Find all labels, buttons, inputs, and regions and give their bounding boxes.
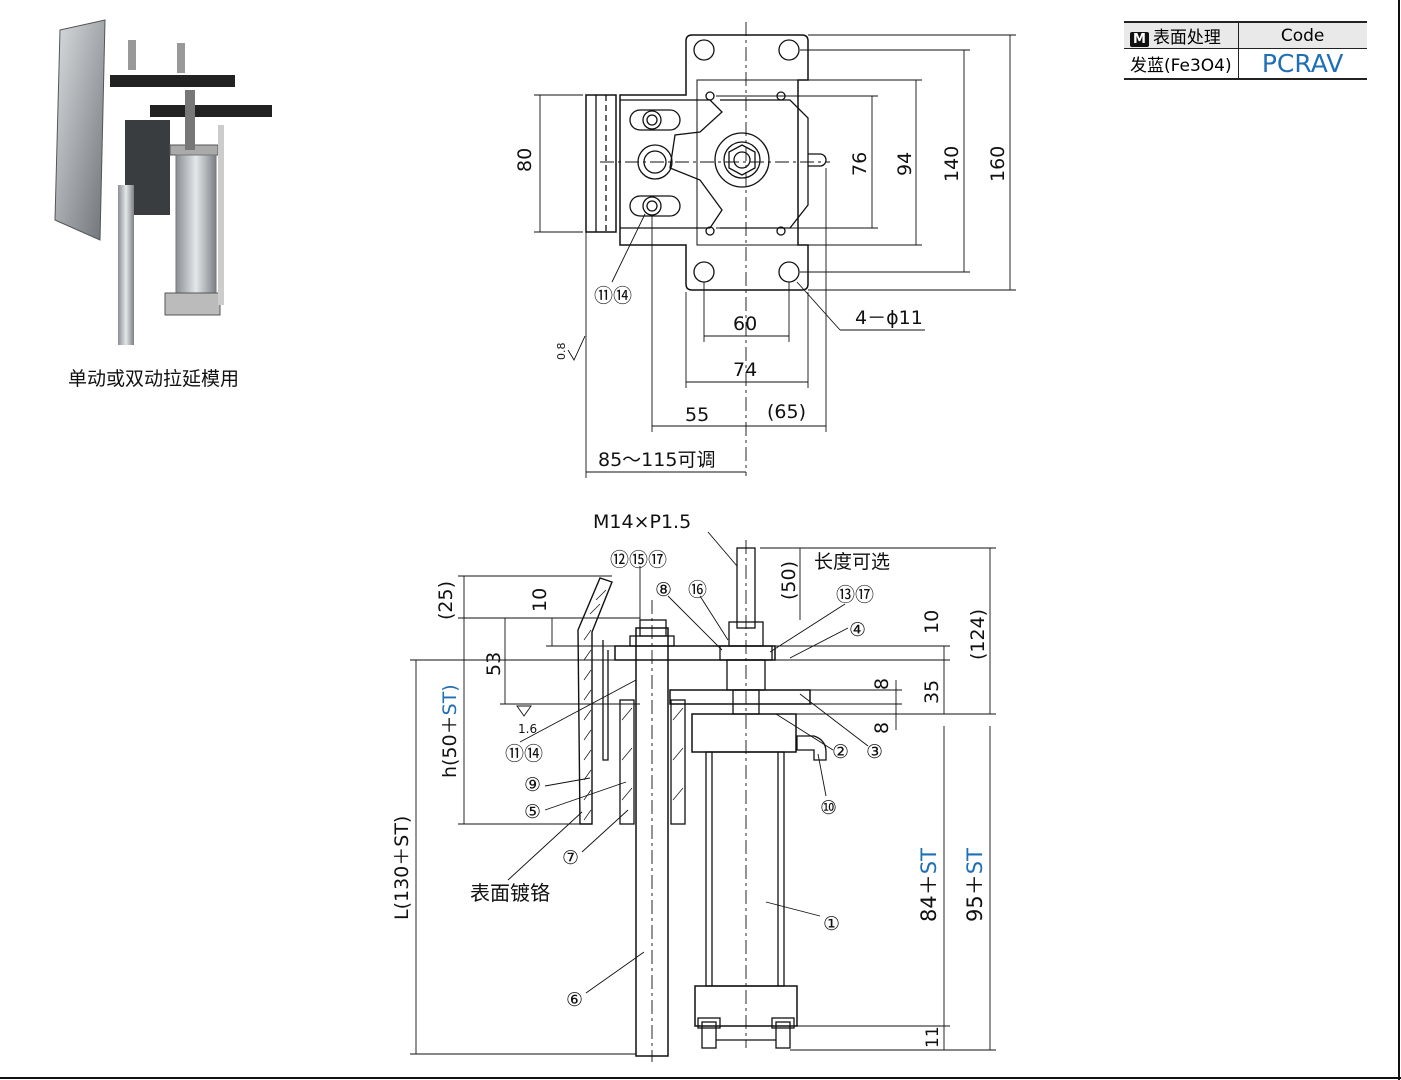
- dim-10b: 10: [921, 610, 943, 634]
- dim-35: 35: [921, 680, 943, 704]
- dim-140: 140: [941, 146, 963, 182]
- roughness-08: 0.8: [555, 343, 568, 361]
- surface-header-label: 表面处理: [1152, 28, 1221, 48]
- part-5: ⑤: [524, 801, 541, 823]
- dim-84: 84＋ST: [917, 848, 941, 922]
- product-photo: [54, 19, 272, 345]
- part-9: ⑨: [524, 774, 541, 796]
- part-6: ⑥: [566, 989, 583, 1011]
- part-13-17: ⑬⑰: [836, 584, 874, 606]
- top-view: 80 76 94 140 160 60 74 55 (65) 85～115可调 …: [514, 22, 1016, 478]
- dim-80: 80: [514, 148, 536, 172]
- dim-8b: 8: [871, 722, 893, 734]
- guide-rod: [635, 627, 669, 1057]
- upper-plate: [614, 645, 776, 661]
- dim-53: 53: [483, 652, 505, 676]
- dim-160: 160: [987, 146, 1009, 182]
- code-value: PCRAV: [1237, 48, 1367, 80]
- part-8: ⑧: [655, 579, 672, 601]
- dim-95: 95＋ST: [963, 848, 987, 922]
- dim-25: (25): [435, 581, 457, 620]
- part-16: ⑯: [688, 579, 707, 601]
- dim-60: 60: [733, 313, 757, 335]
- part-4: ④: [849, 619, 866, 641]
- dim-74: 74: [733, 359, 757, 381]
- thread-label: M14×P1.5: [593, 511, 691, 533]
- surface-value: 发蓝(Fe3O4): [1124, 48, 1239, 80]
- front-view: M14×P1.5 长度可选 (50) (124) (25) 10 10 53 8…: [391, 511, 996, 1062]
- dim-65: (65): [767, 401, 806, 423]
- dim-84-st: ST: [917, 848, 941, 874]
- dim-h: h(50＋ST): [439, 684, 461, 778]
- dim-95-label: 95＋: [963, 874, 987, 922]
- part-12-15-17: ⑫⑮⑰: [610, 549, 667, 571]
- dim-124: (124): [967, 609, 989, 660]
- table-row: 发蓝(Fe3O4) PCRAV: [1124, 48, 1367, 80]
- dim-11: 11: [923, 1026, 943, 1048]
- dim-50: (50): [778, 561, 800, 600]
- cylinder-tube: [705, 751, 785, 987]
- part-3: ③: [866, 741, 883, 763]
- roughness-16: 1.6: [518, 722, 537, 736]
- part-10: ⑩: [820, 797, 837, 819]
- dim-84-label: 84＋: [917, 874, 941, 922]
- m-badge: M: [1130, 32, 1149, 47]
- part-11-14: ⑪⑭: [505, 743, 543, 765]
- dim-76: 76: [849, 152, 871, 176]
- part-11-14-top: ⑪⑭: [594, 285, 632, 307]
- dim-10a: 10: [529, 588, 551, 612]
- dim-adjust: 85～115可调: [598, 449, 715, 471]
- clamp-bar: [585, 94, 617, 233]
- dim-h-st: ST): [439, 684, 461, 715]
- dim-94: 94: [894, 152, 916, 176]
- hole-note: 4－ϕ11: [855, 307, 923, 329]
- part-1: ①: [823, 913, 840, 935]
- dim-L: L(130＋ST): [391, 816, 413, 920]
- length-note: 长度可选: [814, 551, 890, 573]
- cylinder-head: [691, 713, 797, 753]
- middle-plate: [669, 689, 811, 705]
- photo-caption: 单动或双动拉延模用: [68, 368, 240, 390]
- part-2: ②: [832, 741, 849, 763]
- dim-8a: 8: [871, 678, 893, 690]
- mounting-plate: [619, 34, 809, 291]
- chrome-plate: [577, 577, 613, 825]
- part-7: ⑦: [562, 847, 579, 869]
- plating-note: 表面镀铬: [470, 881, 550, 905]
- dim-h-label: h(50＋: [439, 715, 461, 778]
- dim-55: 55: [685, 404, 709, 426]
- dim-95-st: ST: [963, 848, 987, 874]
